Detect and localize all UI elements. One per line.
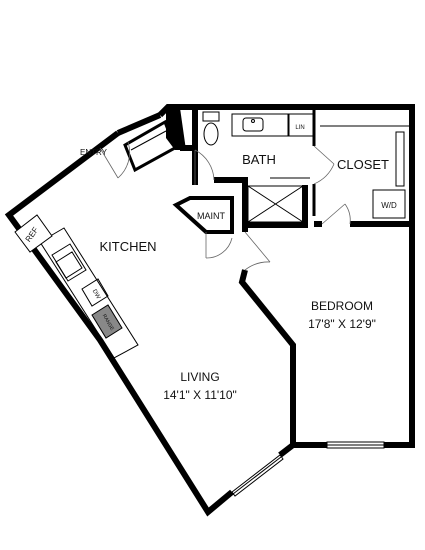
closet-shelving (320, 125, 412, 187)
entry-door (99, 141, 130, 179)
bath-door (194, 149, 215, 185)
maint-label: MAINT (197, 211, 226, 221)
bath-label: BATH (242, 152, 276, 167)
living-label: LIVING (180, 370, 219, 384)
bedroom-dimensions: 17'8" X 12'9" (308, 317, 376, 331)
exterior-walls (4, 104, 415, 517)
lin-label: LIN (295, 125, 304, 131)
kitchen-label: KITCHEN (99, 239, 156, 254)
maint-door (205, 232, 233, 259)
closet-door (313, 145, 335, 185)
closet-bedroom-door (321, 203, 351, 225)
vanity (231, 113, 289, 137)
refrigerator: REF (14, 214, 53, 253)
range: RANGE (91, 304, 123, 339)
dw-label: DW (91, 289, 101, 301)
shower (247, 177, 310, 223)
bedroom-label: BEDROOM (311, 299, 373, 313)
living-window (231, 454, 284, 497)
entry-label: ENTRY (80, 148, 108, 157)
linen-closet: LIN (288, 113, 315, 137)
toilet (202, 111, 220, 146)
closet-label: CLOSET (337, 157, 389, 172)
washer-dryer: W/D (372, 189, 406, 219)
dishwasher: DW (81, 278, 109, 307)
bedroom-window (326, 441, 385, 449)
wd-label: W/D (381, 201, 397, 210)
kitchen-counter (39, 227, 139, 359)
entry-closet (123, 119, 177, 173)
living-dimensions: 14'1" X 11'10" (163, 388, 237, 402)
bedroom-door (244, 231, 271, 271)
